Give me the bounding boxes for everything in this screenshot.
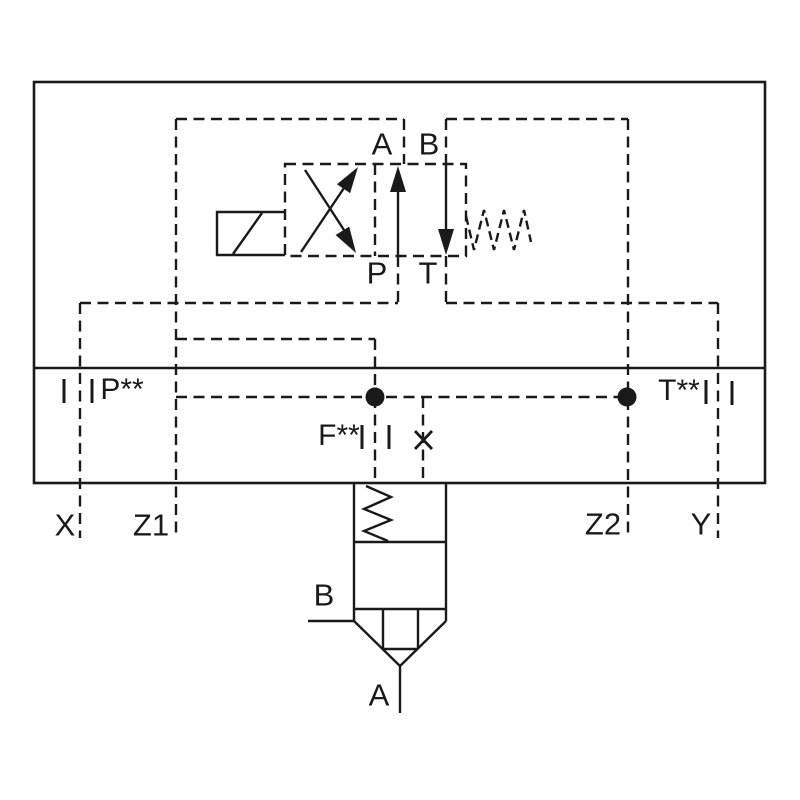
pilot-channel-lines	[78, 117, 720, 538]
label-port-z2: Z2	[584, 506, 622, 542]
junction-dot-left	[365, 387, 385, 407]
label-port-z1: Z1	[132, 507, 170, 543]
b-to-t-arrow	[438, 162, 454, 255]
label-port-x: X	[54, 507, 76, 543]
cartridge-valve-symbol	[308, 483, 448, 713]
pilot-valve-body	[283, 162, 468, 258]
orifice-cross-icon	[413, 430, 434, 450]
label-main-port-b: B	[313, 577, 335, 613]
crossed-flow-arrows	[300, 167, 358, 253]
manifold-block-outline	[32, 80, 767, 485]
label-pilot-port-b: B	[418, 126, 440, 162]
label-main-port-a: A	[368, 677, 390, 713]
label-gauge-port-t: T**	[658, 374, 700, 407]
cartridge-spring-icon	[360, 484, 395, 543]
plug-tick-marks	[62, 379, 734, 449]
p-to-a-arrow	[390, 166, 406, 255]
junction-dot-right	[617, 387, 637, 407]
return-spring-icon	[464, 209, 533, 251]
solenoid-icon	[215, 210, 285, 257]
label-gauge-port-p: P**	[100, 373, 144, 406]
junction-dots	[365, 387, 637, 407]
label-pilot-port-t: T	[418, 255, 438, 291]
label-port-y: Y	[690, 506, 712, 542]
label-pilot-port-p: P	[366, 255, 388, 291]
label-pilot-port-a: A	[371, 126, 393, 162]
pilot-valve-symbol	[215, 162, 533, 258]
label-gauge-port-f: F**	[318, 419, 360, 452]
